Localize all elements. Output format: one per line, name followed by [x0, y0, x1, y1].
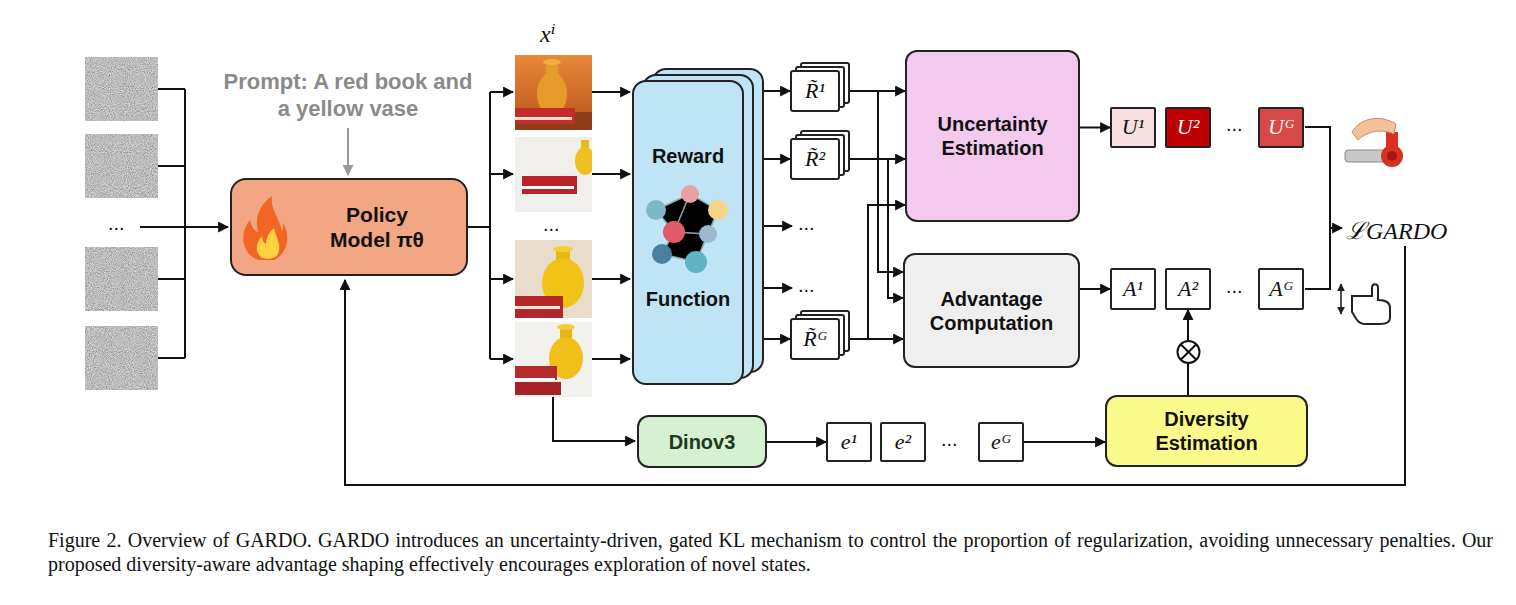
loss-label: ℒGARDO	[1346, 213, 1447, 246]
ellipsis: ...	[1226, 113, 1243, 136]
uncertainty-value: U²	[1165, 107, 1211, 148]
connector-arrow	[764, 158, 790, 160]
box-icon	[634, 82, 742, 383]
connector-arrow	[1080, 288, 1110, 290]
wires	[140, 89, 1405, 485]
advantage-box: Advantage Computation	[903, 253, 1080, 368]
connector-arrow	[850, 158, 905, 160]
hand-icon	[1341, 284, 1390, 324]
ellipsis: ...	[798, 212, 815, 235]
node-text: Function	[646, 287, 730, 311]
connector-arrow	[850, 205, 905, 339]
node-text: R̃²	[805, 146, 825, 172]
node-text: e²	[895, 429, 911, 455]
ellipsis: ...	[1226, 275, 1243, 298]
node-text: U¹	[1122, 114, 1144, 140]
dinov3-box: Dinov3	[637, 415, 767, 468]
embedding-box: e¹	[826, 422, 872, 462]
uncertainty-value: Uᴳ	[1258, 107, 1304, 148]
connector-arrow	[1080, 127, 1110, 129]
policy-model-box: Policy Model πθ	[230, 178, 468, 276]
embedding-box: e²	[880, 422, 926, 462]
noise-inputs	[85, 57, 158, 390]
uncertainty-box: Uncertainty Estimation	[905, 50, 1080, 222]
node-text: Diversity Estimation	[1137, 407, 1277, 455]
node-text: Uᴳ	[1268, 114, 1294, 140]
box-icon	[232, 180, 466, 274]
ellipsis: ...	[941, 428, 958, 451]
advantage-value: A¹	[1110, 268, 1156, 310]
ellipsis: ...	[798, 274, 815, 297]
advantage-value: A²	[1165, 268, 1211, 310]
generated-image	[515, 137, 592, 212]
reward-score-box: R̃²	[790, 138, 840, 180]
ellipsis: ...	[543, 213, 560, 236]
node-text: Policy Model πθ	[317, 202, 437, 252]
node-text: Uncertainty Estimation	[907, 112, 1078, 160]
generated-image	[515, 322, 592, 397]
generated-image	[515, 55, 592, 130]
node-text: A¹	[1123, 276, 1143, 302]
connector-arrow	[850, 159, 903, 298]
reward-score-box: R̃ᴳ	[790, 318, 840, 360]
multiply-symbol	[1178, 341, 1200, 363]
connector-arrow	[850, 338, 903, 340]
node-text: R̃¹	[805, 78, 825, 104]
connector-arrow	[764, 90, 790, 92]
connector-arrow	[1024, 441, 1105, 443]
valve-icon	[1345, 118, 1403, 167]
node-text: R̃ᴳ	[803, 326, 826, 352]
advantage-value: Aᴳ	[1258, 268, 1304, 310]
generated-image	[515, 240, 592, 318]
node-text: U²	[1177, 114, 1199, 140]
uncertainty-value: U¹	[1110, 107, 1156, 148]
ellipsis: ...	[108, 212, 125, 235]
node-text: Aᴳ	[1269, 276, 1292, 302]
reward-function-box: RewardFunction	[632, 80, 744, 385]
node-text: eᴳ	[991, 429, 1011, 455]
reward-score-box: R̃¹	[790, 70, 840, 112]
connector-arrow	[850, 91, 903, 272]
connector-arrow	[850, 90, 905, 92]
figure-caption: Figure 2. Overview of GARDO. GARDO intro…	[48, 528, 1493, 576]
node-text: Dinov3	[669, 430, 736, 454]
connector-arrow	[767, 441, 826, 443]
node-text: Reward	[652, 144, 724, 168]
image-label: xⁱ	[540, 20, 555, 48]
connector-arrow	[764, 338, 790, 340]
node-text: Advantage Computation	[905, 287, 1078, 335]
embedding-box: eᴳ	[978, 422, 1024, 462]
prompt-text: Prompt: A red book and a yellow vase	[223, 68, 473, 122]
diversity-box: Diversity Estimation	[1105, 395, 1308, 467]
node-text: A²	[1178, 276, 1198, 302]
node-text: e¹	[841, 429, 857, 455]
connector-arrow	[1187, 310, 1189, 395]
